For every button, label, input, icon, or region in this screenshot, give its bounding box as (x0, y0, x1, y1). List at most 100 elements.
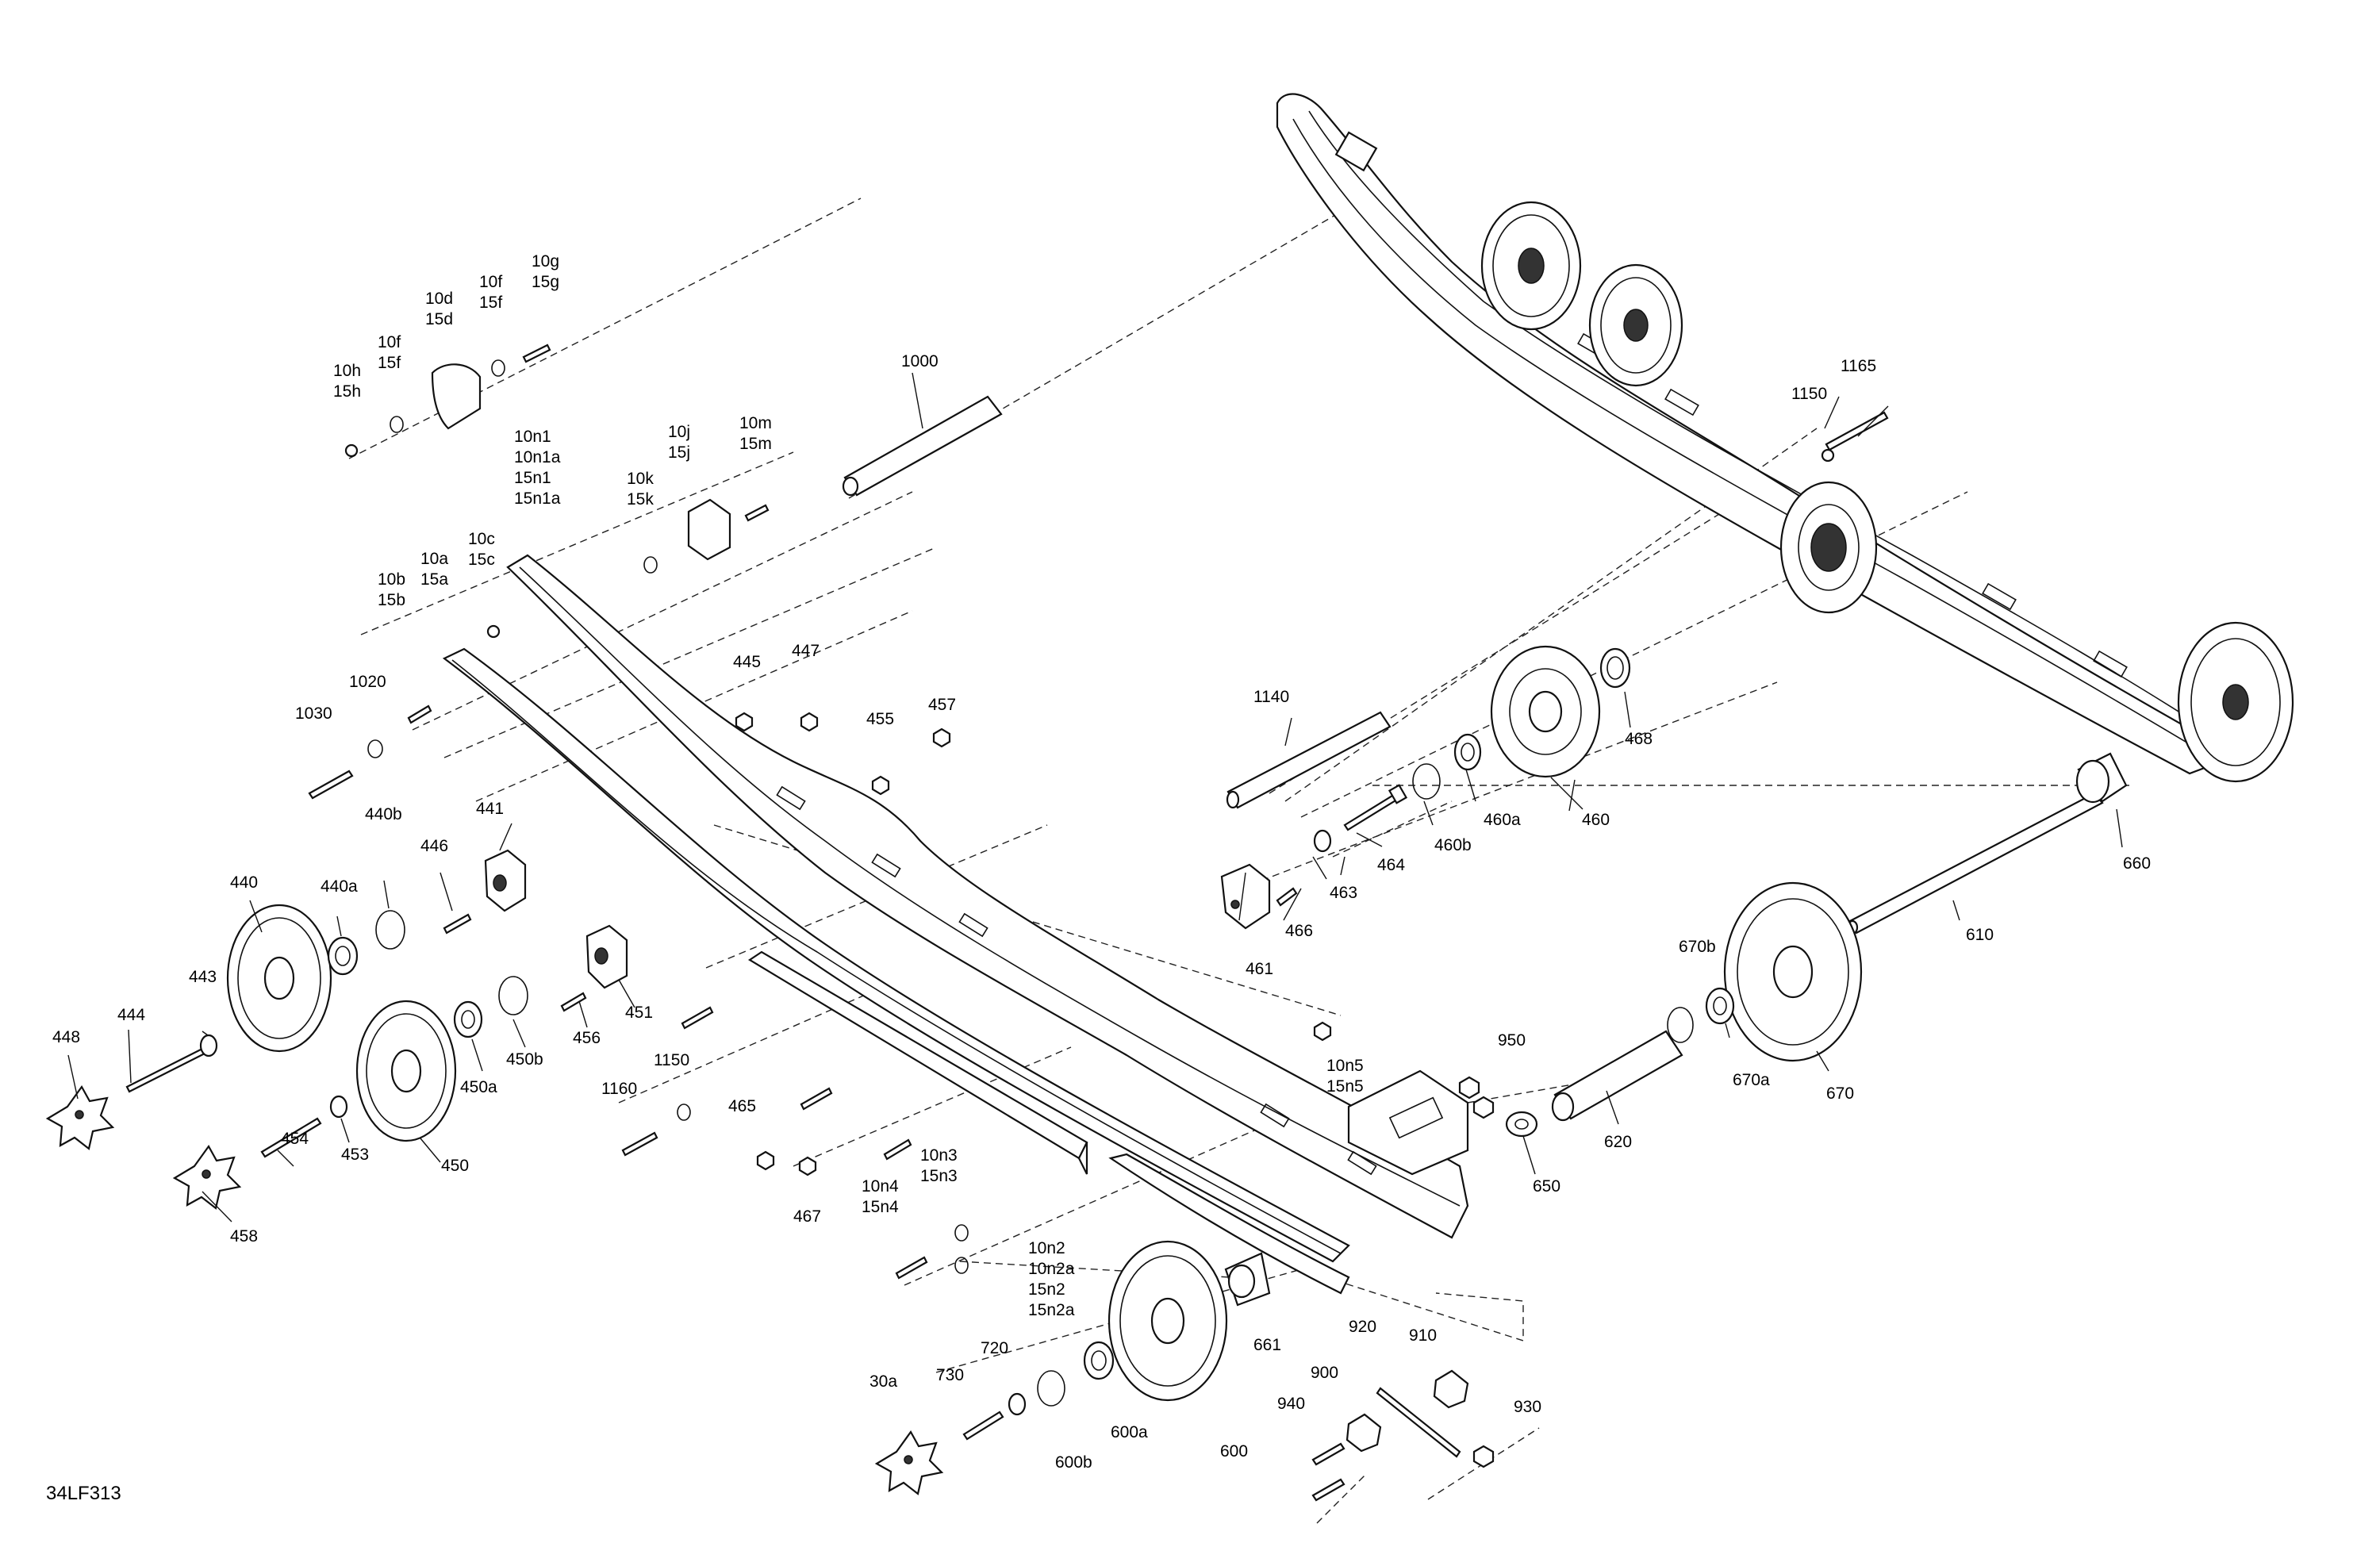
callout-730: 730 (936, 1366, 964, 1384)
callout-line: 468 (1625, 730, 1653, 748)
callout-line: 950 (1498, 1031, 1526, 1050)
callout-454: 454 (281, 1130, 309, 1148)
bracket-910 (1433, 1369, 1469, 1409)
callout-650: 650 (1533, 1177, 1560, 1196)
callout-1000: 1000 (901, 352, 939, 370)
callout-line: 10n3 (920, 1146, 958, 1165)
slide-rail-left (442, 647, 1350, 1263)
bearing-460a (1453, 733, 1482, 771)
bracket-461 (1220, 863, 1271, 930)
callout-line: 15b (378, 591, 405, 609)
callout-line: 15n4 (862, 1198, 899, 1216)
wheel-440 (226, 904, 332, 1053)
wear-strip-right (1108, 1153, 1350, 1295)
star-hub-448 (45, 1084, 115, 1150)
callout-456: 456 (573, 1029, 601, 1047)
circlip-460b (1412, 763, 1441, 800)
callout-900: 900 (1311, 1364, 1338, 1382)
callout-line: 450 (441, 1157, 469, 1175)
callout-464: 464 (1377, 856, 1405, 874)
star-hub-30a (874, 1430, 944, 1495)
callout-465: 465 (728, 1097, 756, 1115)
callout-line: 458 (230, 1227, 258, 1246)
washer-650 (1505, 1111, 1538, 1138)
callout-30a: 30a (869, 1372, 897, 1391)
callout-line: 447 (792, 642, 820, 660)
callout-line: 446 (420, 837, 448, 855)
callout-line: 450b (506, 1050, 543, 1069)
callout-line: 15m (739, 435, 772, 453)
washer-443 (199, 1034, 218, 1057)
callout-line: 443 (189, 968, 217, 986)
callout-line: 15n1a (514, 489, 561, 508)
callout-line: 10n4 (862, 1177, 899, 1196)
callout-line: 461 (1246, 960, 1273, 978)
callout-466: 466 (1285, 922, 1313, 940)
callout-line: 600a (1111, 1423, 1148, 1441)
callout-line: 1150 (1791, 385, 1827, 403)
callout-line: 15n1 (514, 469, 551, 487)
callout-line: 10d (425, 290, 453, 308)
callout-line: 10a (420, 550, 448, 568)
callout-line: 455 (866, 710, 894, 728)
callout-line: 441 (476, 800, 504, 818)
callout-10n4: 10n4 15n4 (862, 1177, 899, 1216)
callout-450a: 450a (460, 1078, 497, 1096)
washer-720 (1008, 1392, 1027, 1416)
callout-line: 10j (668, 423, 690, 441)
block-10j (687, 498, 731, 561)
callout-450b: 450b (506, 1050, 543, 1069)
callout-line: 15a (420, 570, 448, 589)
cap-10d (431, 363, 482, 430)
wheel-450 (355, 1000, 457, 1142)
callout-line: 15f (378, 354, 401, 372)
callout-line: 15j (668, 443, 690, 462)
callout-463: 463 (1330, 884, 1357, 902)
upper-idler-wheel-2 (1588, 263, 1683, 387)
bearing-440a (327, 936, 359, 976)
rod-920 (1376, 1387, 1461, 1458)
callout-447: 447 (792, 642, 820, 660)
callout-661: 661 (1253, 1336, 1281, 1354)
washer-453 (329, 1095, 348, 1119)
callout-line: 1030 (295, 704, 332, 723)
callout-468: 468 (1625, 730, 1653, 748)
washer-463 (1313, 829, 1332, 853)
rail-assembly-right (1276, 93, 2223, 775)
callout-610: 610 (1966, 926, 1994, 944)
callout-line: 660 (2123, 854, 2151, 873)
callout-1150-left: 1150 (654, 1051, 689, 1069)
callout-950: 950 (1498, 1031, 1526, 1050)
callout-line: 445 (733, 653, 761, 671)
callout-460a: 460a (1484, 811, 1521, 829)
callout-451: 451 (625, 1004, 653, 1022)
callout-line: 910 (1409, 1326, 1437, 1345)
circlip-440b (375, 910, 405, 950)
bolt-730 (962, 1411, 1004, 1441)
callout-line: 15n5 (1326, 1077, 1364, 1096)
callout-line: 10k (627, 470, 654, 488)
hub-660 (2075, 752, 2128, 804)
callout-line: 10n1 (514, 428, 551, 446)
callout-line: 620 (1604, 1133, 1632, 1151)
callout-line: 650 (1533, 1177, 1560, 1196)
upper-idler-wheel-1 (1480, 201, 1582, 331)
callout-line: 730 (936, 1366, 964, 1384)
callout-line: 940 (1277, 1395, 1305, 1413)
callout-444: 444 (117, 1006, 145, 1024)
callout-670b: 670b (1679, 938, 1716, 956)
callout-line: 454 (281, 1130, 309, 1148)
callout-line: 30a (869, 1372, 897, 1391)
callout-440: 440 (230, 873, 258, 892)
callout-453: 453 (341, 1146, 369, 1164)
circlip-600b (1037, 1370, 1065, 1407)
callout-467: 467 (793, 1207, 821, 1226)
callout-1020: 1020 (349, 673, 386, 691)
callout-line: 10c (468, 530, 495, 548)
callout-670: 670 (1826, 1084, 1854, 1103)
upper-idler-wheel-3 (1779, 481, 1878, 614)
